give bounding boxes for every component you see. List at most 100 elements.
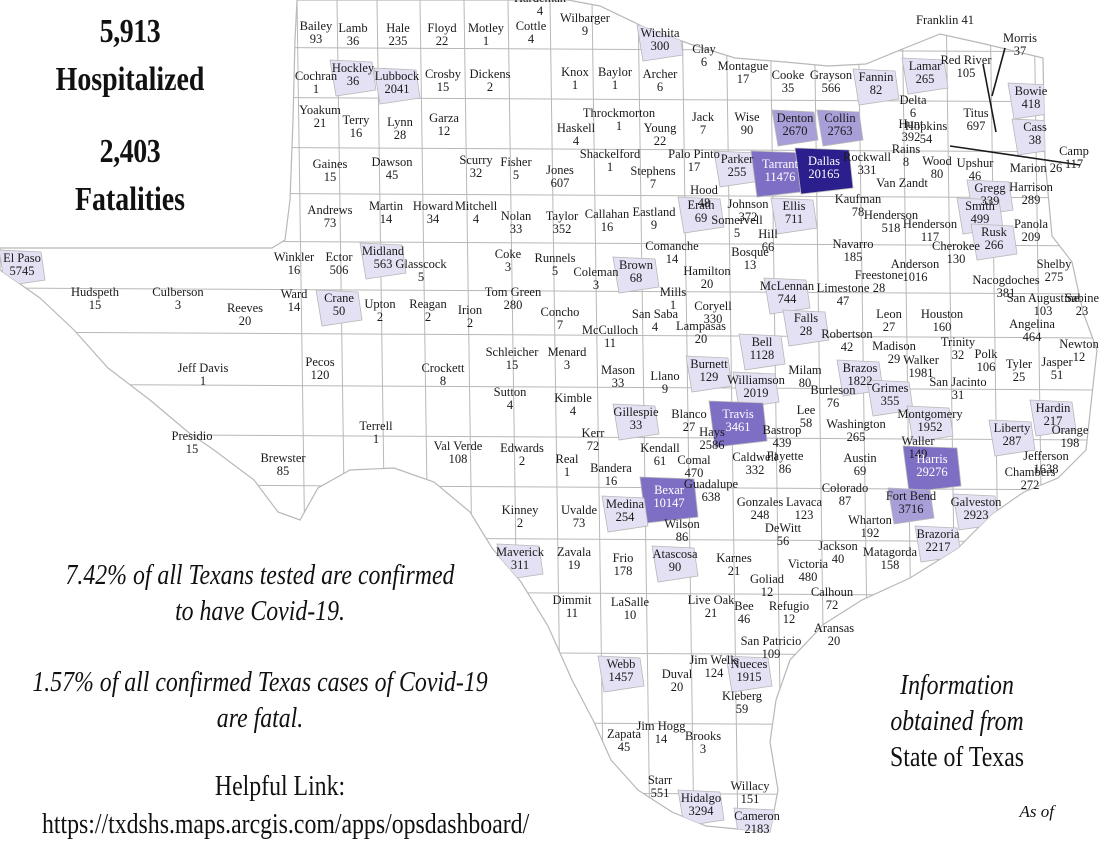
county-border-line bbox=[0, 287, 1097, 295]
county-shade bbox=[612, 256, 660, 294]
hospitalized-stat: 5,913 Hospitalized bbox=[20, 14, 240, 98]
county-shade bbox=[782, 309, 830, 347]
county-shade bbox=[763, 277, 811, 315]
county-label: Van Zandt bbox=[876, 176, 928, 190]
pointer-lines bbox=[949, 47, 1081, 166]
county-shading bbox=[0, 24, 1077, 832]
county-shade bbox=[315, 289, 363, 327]
county-shade bbox=[770, 197, 818, 235]
county-shade bbox=[597, 655, 645, 693]
fatalities-label: Fatalities bbox=[75, 181, 185, 218]
fatal-note-line1: 1.57% of all confirmed Texas cases of Co… bbox=[32, 667, 488, 698]
fatalities-value: 2,403 bbox=[99, 133, 161, 170]
fatal-note: 1.57% of all confirmed Texas cases of Co… bbox=[31, 665, 490, 737]
county-shade bbox=[902, 445, 962, 493]
county-shade bbox=[887, 487, 935, 525]
county-shade bbox=[601, 495, 649, 533]
tested-note-line2: to have Covid-19. bbox=[175, 596, 345, 627]
county-shade bbox=[651, 545, 699, 583]
helpful-link-url[interactable]: https://txdshs.maps.arcgis.com/apps/opsd… bbox=[42, 809, 530, 840]
county-shade bbox=[612, 403, 660, 441]
